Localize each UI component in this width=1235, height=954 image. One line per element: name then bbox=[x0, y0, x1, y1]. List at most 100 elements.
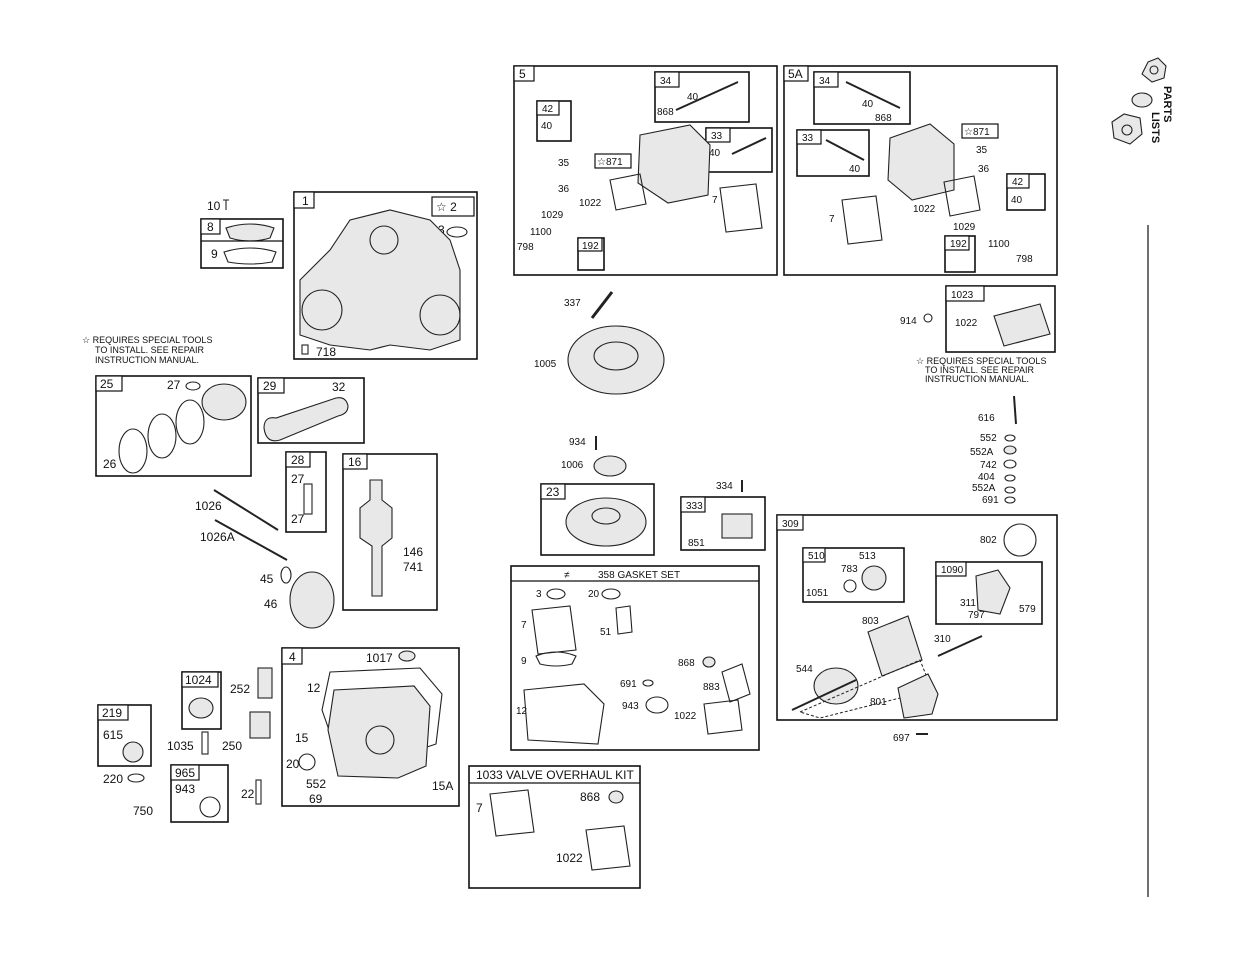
label-k7: 7 bbox=[476, 801, 483, 815]
armature-group: 334 333 851 bbox=[680, 480, 766, 551]
label-36b: 36 bbox=[978, 164, 990, 175]
label-797: 797 bbox=[968, 610, 985, 621]
label-552: 552 bbox=[306, 777, 326, 791]
label-1090: 1090 bbox=[941, 565, 964, 576]
fan-group: 337 1005 934 1006 bbox=[534, 291, 665, 477]
label-16: 16 bbox=[348, 455, 362, 469]
label-1026: 1026 bbox=[195, 499, 222, 513]
box-1090 bbox=[935, 561, 1043, 625]
label-40f: 40 bbox=[1011, 195, 1023, 206]
tab-510 bbox=[802, 547, 826, 563]
tab-965 bbox=[170, 764, 200, 781]
label-552b: 552 bbox=[980, 433, 997, 444]
label-40e: 40 bbox=[849, 164, 861, 175]
label-943: 943 bbox=[175, 782, 195, 796]
governor-group: 219 615 220 965 943 750 bbox=[97, 704, 229, 823]
label-616: 616 bbox=[978, 413, 995, 424]
oring-2-icon bbox=[1004, 496, 1016, 504]
label-27: 27 bbox=[167, 378, 181, 392]
nut-hole-icon bbox=[1149, 65, 1159, 75]
label-k1022: 1022 bbox=[556, 851, 583, 865]
label-40a: 40 bbox=[687, 92, 699, 103]
label-1: 1 bbox=[302, 194, 309, 208]
box-23 bbox=[540, 483, 655, 556]
screw-icon bbox=[223, 199, 229, 210]
label-718: 718 bbox=[316, 345, 336, 359]
box-25 bbox=[95, 375, 252, 477]
box-16 bbox=[342, 453, 438, 611]
nut-large-icon bbox=[1111, 113, 1143, 145]
label-g868: 868 bbox=[678, 658, 695, 669]
label-750: 750 bbox=[133, 804, 153, 818]
parts-lists-emblem: PARTS LISTS bbox=[1111, 57, 1173, 145]
box-358 bbox=[510, 565, 760, 751]
flywheel-hub-icon bbox=[591, 507, 621, 525]
fan-hub-icon bbox=[593, 341, 639, 371]
label-34b: 34 bbox=[819, 76, 831, 87]
shaft-icon bbox=[201, 731, 209, 755]
dipstick-icon bbox=[1013, 395, 1017, 425]
gasket-small-icon bbox=[615, 605, 633, 635]
box-309 bbox=[776, 514, 1058, 721]
tab-5a bbox=[783, 65, 809, 82]
label-250: 250 bbox=[222, 739, 242, 753]
label-252: 252 bbox=[230, 682, 250, 696]
box-1 bbox=[293, 191, 478, 360]
label-20: 20 bbox=[286, 757, 300, 771]
label-552a: 552A bbox=[970, 447, 994, 458]
label-g51: 51 bbox=[600, 627, 612, 638]
flywheel-group: 23 bbox=[540, 483, 655, 556]
pushrod-2-icon bbox=[214, 519, 288, 561]
gasket-icon bbox=[223, 247, 277, 265]
sensor-icon bbox=[398, 650, 416, 662]
rocker-cover-icon bbox=[993, 303, 1051, 347]
label-4: 4 bbox=[289, 650, 296, 664]
kit-seal-icon bbox=[608, 790, 624, 804]
tube-icon bbox=[1003, 459, 1017, 469]
label-1029a: 1029 bbox=[541, 210, 564, 221]
tab-25 bbox=[95, 375, 123, 392]
label-26: 26 bbox=[103, 457, 117, 471]
label-5: 5 bbox=[519, 67, 526, 81]
pin-group: 28 27 27 bbox=[285, 451, 327, 533]
label-615: 615 bbox=[103, 728, 123, 742]
label-1029b: 1029 bbox=[953, 222, 976, 233]
valve-icon bbox=[675, 81, 739, 111]
label-965: 965 bbox=[175, 766, 195, 780]
breather-group: 10 8 9 bbox=[200, 199, 284, 269]
label-802: 802 bbox=[980, 535, 997, 546]
note-right-2: TO INSTALL. SEE REPAIR bbox=[925, 365, 1035, 375]
label-783: 783 bbox=[841, 564, 858, 575]
head-gasket-icon bbox=[719, 183, 763, 233]
head-5a-icon bbox=[887, 123, 955, 201]
note-left-3: INSTRUCTION MANUAL. bbox=[95, 355, 199, 365]
seal-2-icon bbox=[1004, 434, 1016, 442]
gasket-ring-icon bbox=[645, 696, 669, 714]
kit-cover-gasket-icon bbox=[585, 825, 631, 871]
sump-bore-icon bbox=[365, 725, 395, 755]
label-8: 8 bbox=[207, 220, 214, 234]
label-552a2: 552A bbox=[972, 483, 996, 494]
sump-group: 4 1017 12 15 20 552 69 15A bbox=[281, 647, 460, 807]
kit-gasket-icon bbox=[489, 789, 535, 837]
valve-2-icon bbox=[731, 137, 767, 155]
head-5-group: 5 34 40 868 42 40 33 40 35 ☆871 36 1022 … bbox=[513, 65, 778, 276]
oil-seal-icon bbox=[298, 753, 316, 771]
gasket-head-icon bbox=[531, 605, 577, 655]
breather-cover-icon bbox=[225, 223, 275, 242]
label-32: 32 bbox=[332, 380, 346, 394]
tab-1024 bbox=[181, 671, 219, 688]
label-544: 544 bbox=[796, 664, 813, 675]
label-g883: 883 bbox=[703, 682, 720, 693]
label-22: 22 bbox=[241, 787, 255, 801]
housing-icon bbox=[867, 615, 923, 677]
tab-309 bbox=[776, 514, 804, 531]
oring-icon bbox=[199, 796, 221, 818]
crankcase-group: 1 ☆ 2 3 718 bbox=[293, 191, 478, 360]
label-1022b: 1022 bbox=[913, 204, 936, 215]
washer-icon bbox=[1131, 92, 1153, 108]
sump-icon bbox=[327, 685, 431, 779]
spark-plug-icon bbox=[590, 291, 614, 319]
label-5a: 5A bbox=[788, 67, 803, 81]
label-1005: 1005 bbox=[534, 359, 557, 370]
